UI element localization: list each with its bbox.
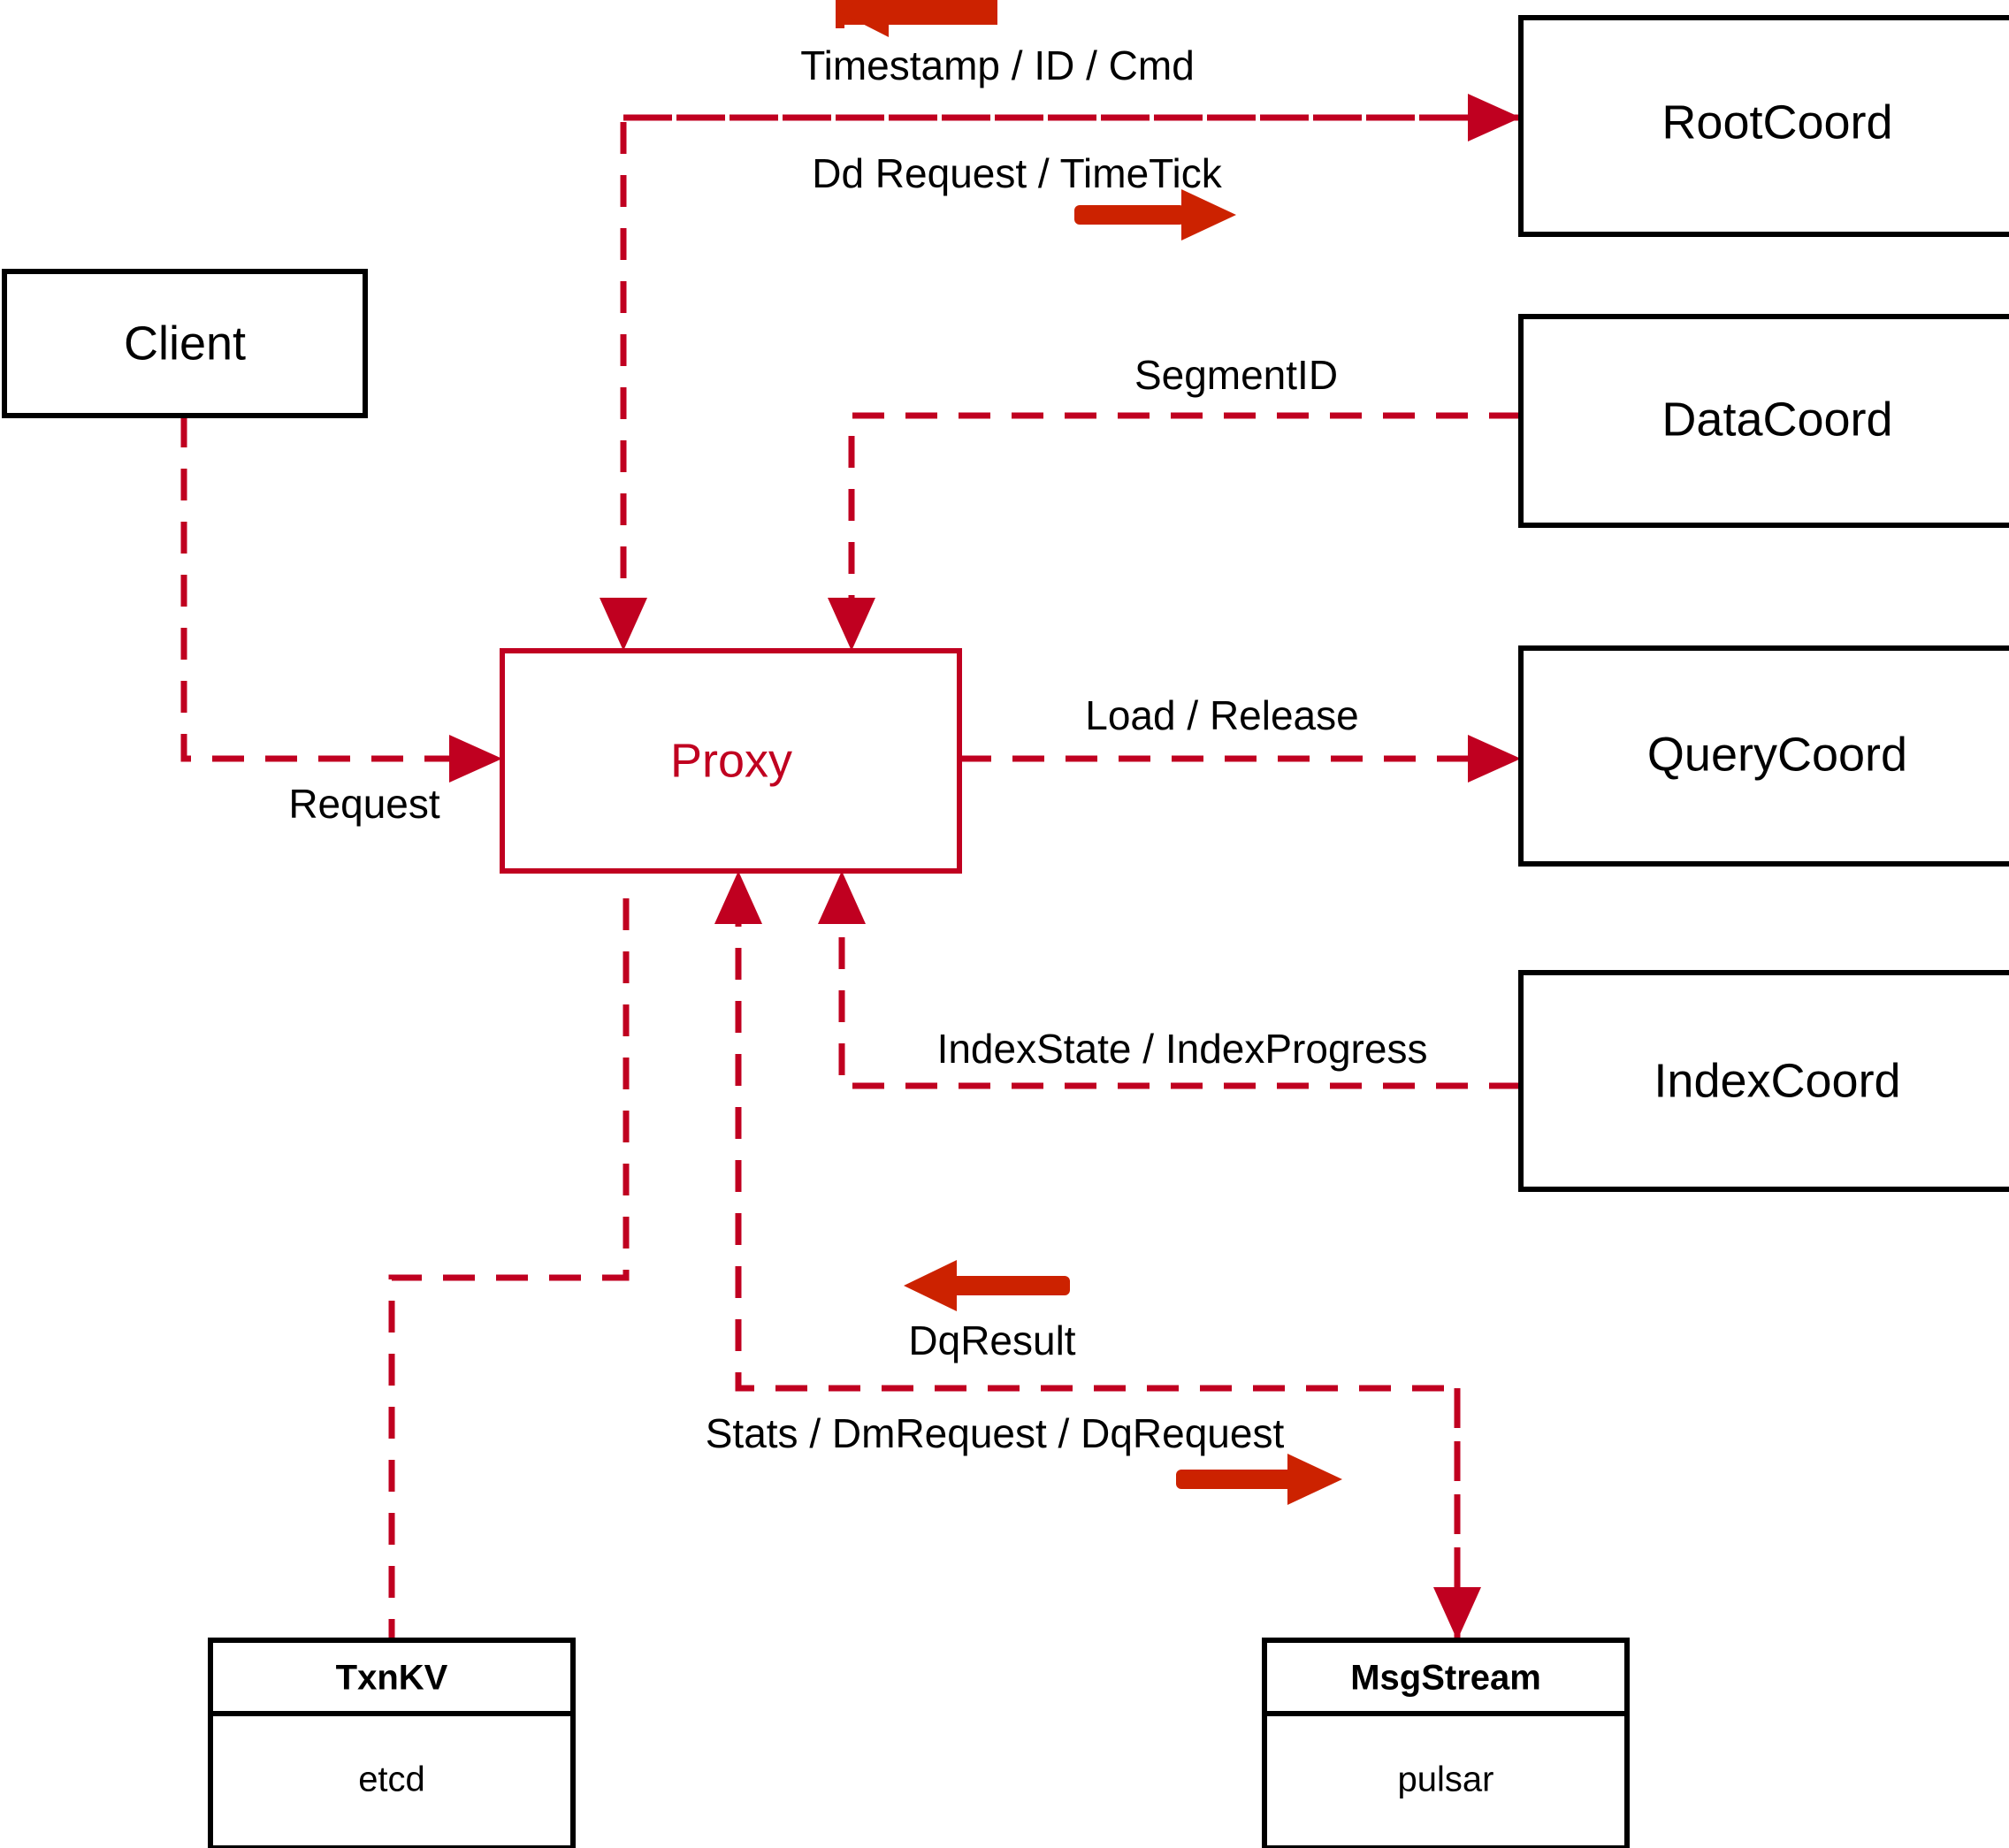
node-client[interactable]: Client [2, 269, 368, 418]
node-proxy[interactable]: Proxy [500, 648, 962, 874]
edge-label-index-state-progress: IndexState / IndexProgress [937, 1026, 1428, 1072]
txnkv-title: TxnKV [336, 1659, 448, 1698]
arrowhead-dd-request-timetick [1468, 94, 1521, 141]
arrowhead-segment-id [828, 598, 875, 651]
root-coord-label: RootCoord [1661, 95, 1892, 149]
arrowhead-request [449, 735, 502, 783]
node-index-coord[interactable]: IndexCoord [1518, 970, 2009, 1192]
node-query-coord[interactable]: QueryCoord [1518, 645, 2009, 867]
flow-timestamp-id-cmd [620, 114, 1521, 623]
edge-label-request: Request [288, 781, 440, 827]
txnkv-box[interactable] [208, 1638, 576, 1848]
client-box[interactable] [2, 269, 368, 418]
data-coord-box[interactable] [1518, 314, 2009, 528]
direction-arrow-timestamp-left [836, 0, 997, 37]
flow-proxy-txnkv [388, 898, 630, 1640]
proxy-box[interactable] [500, 648, 962, 874]
node-data-coord[interactable]: DataCoord [1518, 314, 2009, 528]
txnkv-body: etcd [358, 1760, 425, 1799]
msgstream-body: pulsar [1398, 1760, 1494, 1799]
flow-dq-result [735, 898, 1461, 1640]
msgstream-title: MsgStream [1350, 1659, 1541, 1698]
flow-index-state-progress [838, 898, 1521, 1089]
index-coord-label: IndexCoord [1654, 1054, 1900, 1107]
client-label: Client [124, 317, 246, 370]
edge-label-segment-id: SegmentID [1134, 352, 1338, 398]
arrowhead-stats-dm-dq-request [1433, 1587, 1481, 1640]
flow-segment-id [848, 412, 1521, 623]
proxy-label: Proxy [670, 734, 792, 787]
arrowhead-dq-result [714, 871, 762, 924]
edge-label-dq-result: DqResult [908, 1317, 1075, 1363]
node-txnkv[interactable]: TxnKV etcd [208, 1638, 576, 1848]
flow-request [180, 416, 476, 762]
arrowhead-timestamp-id-cmd [600, 598, 647, 651]
query-coord-label: QueryCoord [1647, 728, 1907, 781]
edge-label-stats-dm-dq-request: Stats / DmRequest / DqRequest [706, 1410, 1285, 1456]
arrowhead-load-release [1468, 735, 1521, 783]
query-coord-box[interactable] [1518, 645, 2009, 867]
edge-label-dd-request-timetick: Dd Request / TimeTick [812, 150, 1223, 196]
arrowhead-index-state-progress [818, 871, 866, 924]
node-msgstream[interactable]: MsgStream pulsar [1262, 1638, 1630, 1848]
direction-arrow-dd-request-right [1074, 189, 1236, 241]
data-coord-label: DataCoord [1661, 393, 1892, 446]
edge-label-timestamp-id-cmd: Timestamp / ID / Cmd [800, 42, 1195, 88]
index-coord-box[interactable] [1518, 970, 2009, 1192]
edge-label-load-release: Load / Release [1085, 692, 1358, 738]
root-coord-box[interactable] [1518, 15, 2009, 237]
direction-arrow-stats-right [1176, 1454, 1342, 1505]
msgstream-box[interactable] [1262, 1638, 1630, 1848]
direction-arrow-dqresult-left [904, 1260, 1070, 1311]
node-root-coord[interactable]: RootCoord [1518, 15, 2009, 237]
